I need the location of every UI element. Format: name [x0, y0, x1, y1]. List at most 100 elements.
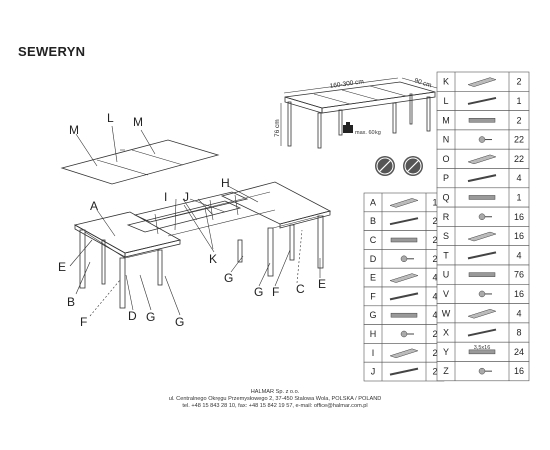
part-letter: G [369, 310, 376, 320]
label-g-3: G [224, 271, 233, 285]
label-g-4: G [254, 285, 263, 299]
right-row-s: S 16 [436, 226, 530, 246]
part-a-icon [389, 198, 419, 208]
length-dimension: 160-300 cm [329, 78, 364, 90]
part-f-icon [389, 292, 419, 301]
part-i-icon [389, 348, 419, 359]
part-qty: 22 [514, 135, 524, 145]
exploded-view [60, 125, 332, 317]
load-unit-label: kg [375, 130, 381, 136]
part-qty: 4 [516, 250, 521, 260]
part-letter: Q [442, 192, 449, 202]
label-i: I [164, 190, 167, 204]
part-qty: 16 [514, 289, 524, 299]
part-letter: X [443, 328, 449, 338]
part-qty: 16 [514, 231, 524, 241]
part-r-icon [478, 213, 492, 220]
label-g-1: G [146, 310, 155, 324]
part-letter: R [443, 212, 450, 222]
max-load-label: max. 60 [355, 130, 375, 136]
part-c-icon [390, 237, 418, 243]
part-q-icon [468, 195, 496, 200]
part-letter: M [442, 115, 450, 125]
label-h: H [221, 176, 230, 190]
part-qty: 4 [432, 273, 437, 283]
part-letter: N [443, 135, 450, 145]
part-qty: 2 [432, 235, 437, 245]
label-k: K [209, 252, 217, 266]
part-qty: 2 [516, 77, 521, 87]
part-e-icon [389, 273, 419, 283]
right-row-n: N 22 [436, 129, 530, 150]
part-qty: 2 [432, 254, 437, 264]
part-qty: 1 [516, 96, 521, 106]
part-letter: B [370, 216, 376, 226]
label-f-right: F [272, 285, 279, 299]
part-letter: C [370, 235, 377, 245]
part-letter: K [443, 77, 449, 87]
part-letter: O [442, 154, 449, 164]
label-l: L [107, 111, 114, 125]
part-letter: A [370, 197, 376, 207]
part-t-icon [467, 251, 497, 260]
part-qty: 2 [432, 348, 437, 358]
part-s-icon [467, 231, 497, 242]
part-o-icon [467, 154, 497, 165]
part-qty: 1 [516, 192, 521, 202]
part-letter: I [372, 348, 375, 358]
label-g-2: G [175, 315, 184, 329]
part-letter: U [443, 270, 450, 280]
label-e-left: E [58, 260, 66, 274]
screw-size-label: 3,5x16 [474, 345, 491, 351]
part-qty: 4 [432, 310, 437, 320]
part-j-icon [389, 367, 419, 376]
part-letter: S [443, 231, 449, 241]
label-e-right: E [318, 277, 326, 291]
label-f-left: F [80, 315, 87, 329]
footer-company: HALMAR Sp. z o.o. [250, 389, 300, 395]
label-m-right: M [133, 115, 143, 129]
part-qty: 4 [432, 291, 437, 301]
no-standing-icon [375, 156, 395, 176]
part-letter: F [370, 291, 376, 301]
part-letter: Y [443, 347, 449, 357]
part-d-icon [400, 255, 414, 263]
label-d: D [128, 309, 137, 323]
depth-dimension: 90 cm [413, 77, 432, 89]
part-n-icon [478, 136, 492, 143]
part-qty: 1 [432, 197, 437, 207]
part-k-icon [467, 77, 497, 87]
part-y-icon [468, 349, 496, 355]
right-row-o: O 22 [436, 148, 530, 169]
no-climbing-icon [403, 156, 423, 176]
weight-icon [343, 122, 353, 133]
part-qty: 8 [516, 328, 521, 338]
part-letter: T [443, 250, 449, 260]
label-b: B [67, 295, 75, 309]
page-title: SEWERYN [18, 44, 86, 59]
part-b-icon [389, 217, 419, 226]
part-qty: 22 [514, 154, 524, 164]
part-qty: 2 [432, 329, 437, 339]
part-qty: 2 [432, 367, 437, 377]
